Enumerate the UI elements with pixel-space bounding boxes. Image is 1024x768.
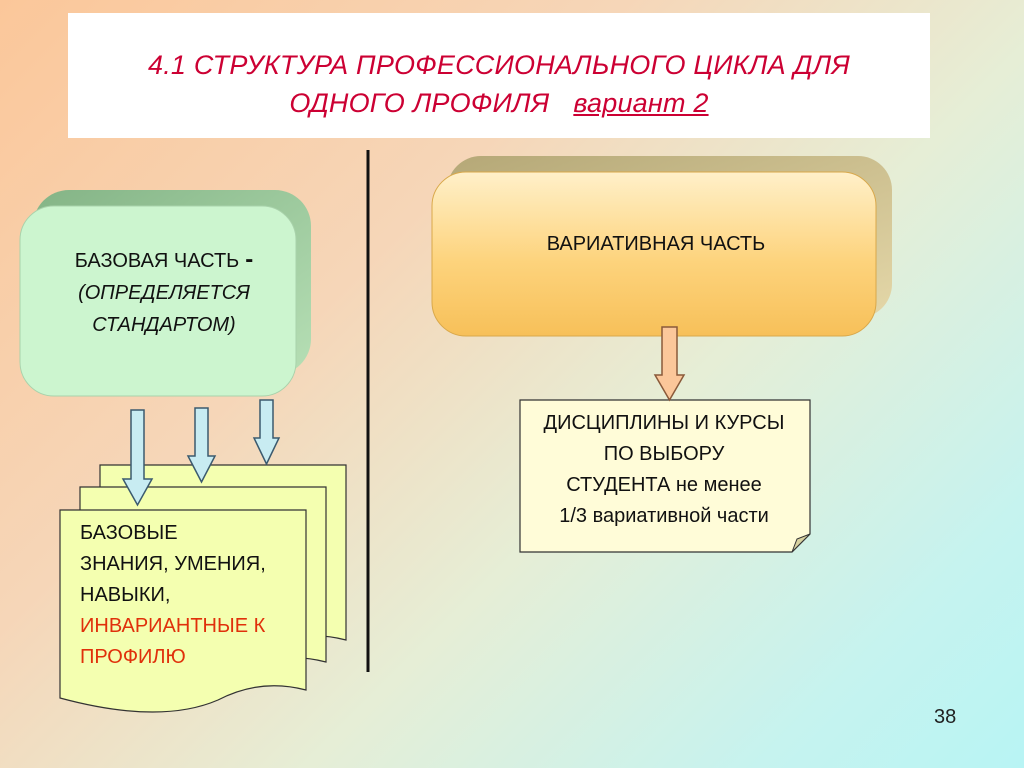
base-part-heading: БАЗОВАЯ ЧАСТЬ (74, 250, 240, 272)
disciplines-line-2: ПО ВЫБОРУ (603, 443, 725, 465)
skills-line-4: ИНВАРИАНТНЫЕ К (80, 615, 266, 637)
disciplines-line-1: ДИСЦИПЛИНЫ И КУРСЫ (543, 412, 785, 434)
disciplines-note (519, 399, 811, 553)
disciplines-line-4: 1/3 вариативной части (559, 505, 769, 527)
base-part-box (19, 190, 311, 397)
skills-text: БАЗОВЫЕ ЗНАНИЯ, УМЕНИЯ, НАВЫКИ, ИНВАРИАН… (80, 518, 310, 673)
arrow-down-left-icon (121, 409, 154, 507)
variative-part-heading: ВАРИАТИВНАЯ ЧАСТЬ (546, 233, 766, 255)
skills-documents-stack (59, 464, 347, 713)
title-variant: вариант 2 (573, 88, 709, 118)
title-line-2: ОДНОГО ЛРОФИЛЯ вариант 2 (68, 84, 930, 122)
title-box: 4.1 СТРУКТУРА ПРОФЕССИОНАЛЬНОГО ЦИКЛА ДЛ… (68, 13, 930, 138)
disciplines-text: ДИСЦИПЛИНЫ И КУРСЫ ПО ВЫБОРУ СТУДЕНТА не… (520, 408, 808, 532)
folded-corner (791, 533, 811, 553)
skills-line-3: НАВЫКИ, (80, 584, 171, 606)
skills-line-2: ЗНАНИЯ, УМЕНИЯ, (80, 553, 266, 575)
base-part-dash: - (245, 246, 254, 273)
arrow-down-right-icon (252, 399, 281, 466)
arrow-down-variative-icon (653, 326, 686, 402)
page-number: 38 (934, 706, 957, 728)
variative-part-box (431, 156, 892, 337)
skills-line-5: ПРОФИЛЮ (80, 646, 186, 668)
disciplines-line-3: СТУДЕНТА не менее (566, 474, 762, 496)
document-front (59, 509, 307, 713)
base-part-note-line-1: (ОПРЕДЕЛЯЕТСЯ (78, 282, 250, 304)
base-part-note-line-2: СТАНДАРТОМ) (92, 314, 236, 336)
skills-line-1: БАЗОВЫЕ (80, 522, 178, 544)
slide-title: 4.1 СТРУКТУРА ПРОФЕССИОНАЛЬНОГО ЦИКЛА ДЛ… (68, 46, 930, 122)
arrow-down-middle-icon (186, 407, 217, 484)
title-profile: ОДНОГО ЛРОФИЛЯ (289, 88, 550, 118)
base-part-text: БАЗОВАЯ ЧАСТЬ- (ОПРЕДЕЛЯЕТСЯ СТАНДАРТОМ) (30, 244, 298, 341)
title-line-1: 4.1 СТРУКТУРА ПРОФЕССИОНАЛЬНОГО ЦИКЛА ДЛ… (148, 50, 850, 80)
